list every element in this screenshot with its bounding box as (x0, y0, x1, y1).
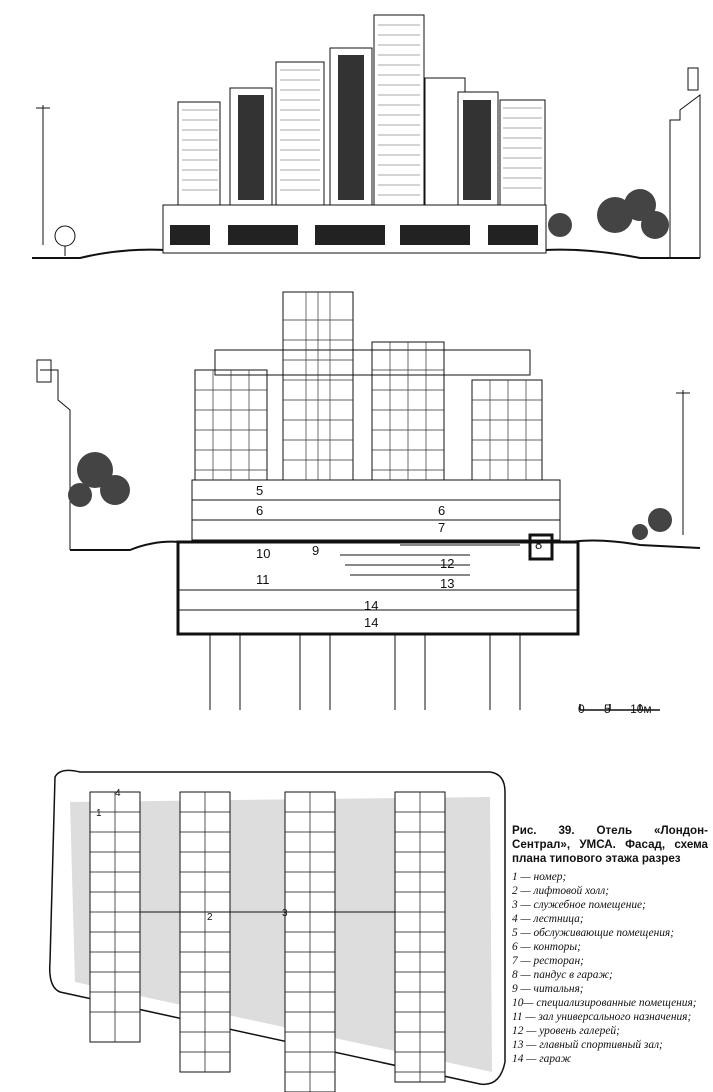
legend-item: 6 — конторы; (512, 941, 581, 953)
section-label: 12 (440, 556, 455, 571)
section-label: 7 (438, 520, 446, 535)
scale-tick: 0 (578, 702, 585, 716)
facade-elevation-drawing (32, 14, 701, 259)
plan-label: 4 (115, 788, 121, 799)
legend-item: 5 — обслуживающие помещения; (512, 927, 675, 939)
legend-item: 2 — лифтовой холл; (512, 885, 609, 897)
legend-item: 1 — номер; (512, 871, 567, 883)
section-label: 10 (256, 546, 271, 561)
legend-item: 14 — гараж (512, 1053, 572, 1065)
legend-item: 10— специализированные помещения; (512, 997, 697, 1009)
section-label: 5 (256, 483, 264, 498)
legend-item: 9 — читальня; (512, 983, 584, 995)
legend-item: 8 — пандус в гараж; (512, 969, 613, 981)
legend-item: 3 — служебное помещение; (512, 899, 646, 911)
section-label: 14 (364, 615, 379, 630)
figure-caption: Рис. 39. Отель «Лондон-Сентрал», УМСА. Ф… (512, 824, 708, 1066)
section-label: 14 (364, 598, 379, 613)
legend-item: 4 — лестница; (512, 913, 584, 925)
section-label: 6 (256, 503, 264, 518)
plan-label: 3 (282, 908, 288, 919)
legend-item: 13 — главный спортивный зал; (512, 1039, 663, 1051)
section-label: 8 (535, 537, 543, 552)
section-label: 11 (256, 572, 270, 587)
legend-item: 7 — ресторан; (512, 955, 584, 967)
section-label: 13 (440, 576, 455, 591)
section-label: 6 (438, 503, 446, 518)
section-drawing (36, 291, 701, 711)
figure-title: Рис. 39. Отель «Лондон-Сентрал», УМСА. Ф… (512, 824, 708, 865)
floor-plan-drawing (48, 769, 506, 1092)
scale-tick: 10м (630, 702, 652, 716)
figure-legend: 1 — номер; 2 — лифтовой холл; 3 — служеб… (512, 870, 708, 1066)
legend-item: 12 — уровень галерей; (512, 1025, 620, 1037)
plan-label: 2 (207, 912, 213, 923)
scale-bar: 0 5 10м (578, 702, 652, 716)
scale-tick: 5 (604, 702, 611, 716)
section-label: 9 (312, 543, 320, 558)
legend-item: 11 — зал универсального назначения; (512, 1011, 692, 1023)
plan-label: 1 (96, 808, 102, 819)
